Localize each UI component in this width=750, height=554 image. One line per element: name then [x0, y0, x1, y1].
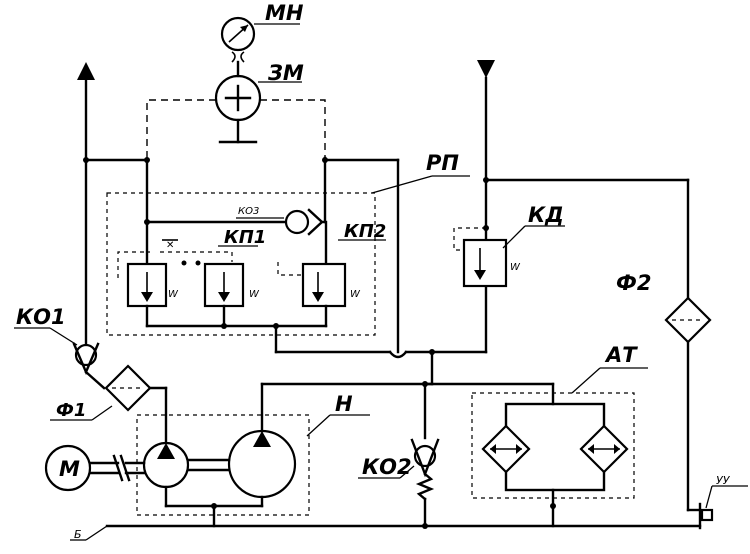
label-level-indicator: УУ — [716, 474, 731, 487]
relief-valve-2: W — [301, 262, 361, 308]
level-indicator — [698, 502, 714, 530]
label-filter-1: Ф1 — [56, 400, 86, 421]
label-check-valve-3: КО3 — [238, 206, 259, 217]
outlet-arrow-left — [77, 62, 95, 80]
label-check-valve-2: КО2 — [362, 455, 412, 479]
check-valve-3 — [284, 208, 324, 236]
svg-text:W: W — [510, 262, 521, 273]
label-filter-2: Ф2 — [616, 271, 651, 295]
pressure-valve: W — [462, 238, 521, 288]
label-distributor: РП — [426, 151, 459, 175]
pump-small — [142, 441, 190, 489]
outlet-arrow-right — [477, 60, 495, 78]
svg-text:W: W — [168, 289, 179, 300]
label-gauge-valve: ЗМ — [267, 61, 304, 85]
svg-text:✕: ✕ — [166, 240, 174, 251]
label-pressure-gauge: МН — [265, 1, 304, 25]
label-relief-valve-1: КП1 — [224, 227, 266, 248]
svg-text:W: W — [249, 289, 260, 300]
label-relief-valve-2: КП2 — [344, 221, 386, 242]
relief-valve-1a: W — [126, 262, 179, 308]
filter-2 — [664, 296, 712, 344]
pressure-gauge — [220, 16, 256, 63]
label-tank: Б — [74, 528, 82, 541]
gauge-valve — [214, 60, 262, 144]
label-pressure-valve: КД — [528, 203, 564, 227]
label-motor: М — [59, 457, 80, 481]
check-valve-2 — [410, 438, 440, 501]
motor: М — [44, 444, 92, 492]
svg-text:W: W — [350, 289, 361, 300]
pump-large — [227, 429, 297, 499]
distributor-boundary — [106, 192, 376, 336]
label-check-valve-1: КО1 — [16, 305, 66, 329]
cooler-left — [481, 424, 531, 474]
check-valve-1 — [72, 342, 100, 376]
cooler-right — [579, 424, 629, 474]
filter-1 — [104, 364, 152, 412]
label-heat-exchanger: АТ — [604, 343, 638, 367]
label-pump-unit: Н — [335, 392, 353, 416]
relief-valve-1b: W — [203, 262, 260, 308]
